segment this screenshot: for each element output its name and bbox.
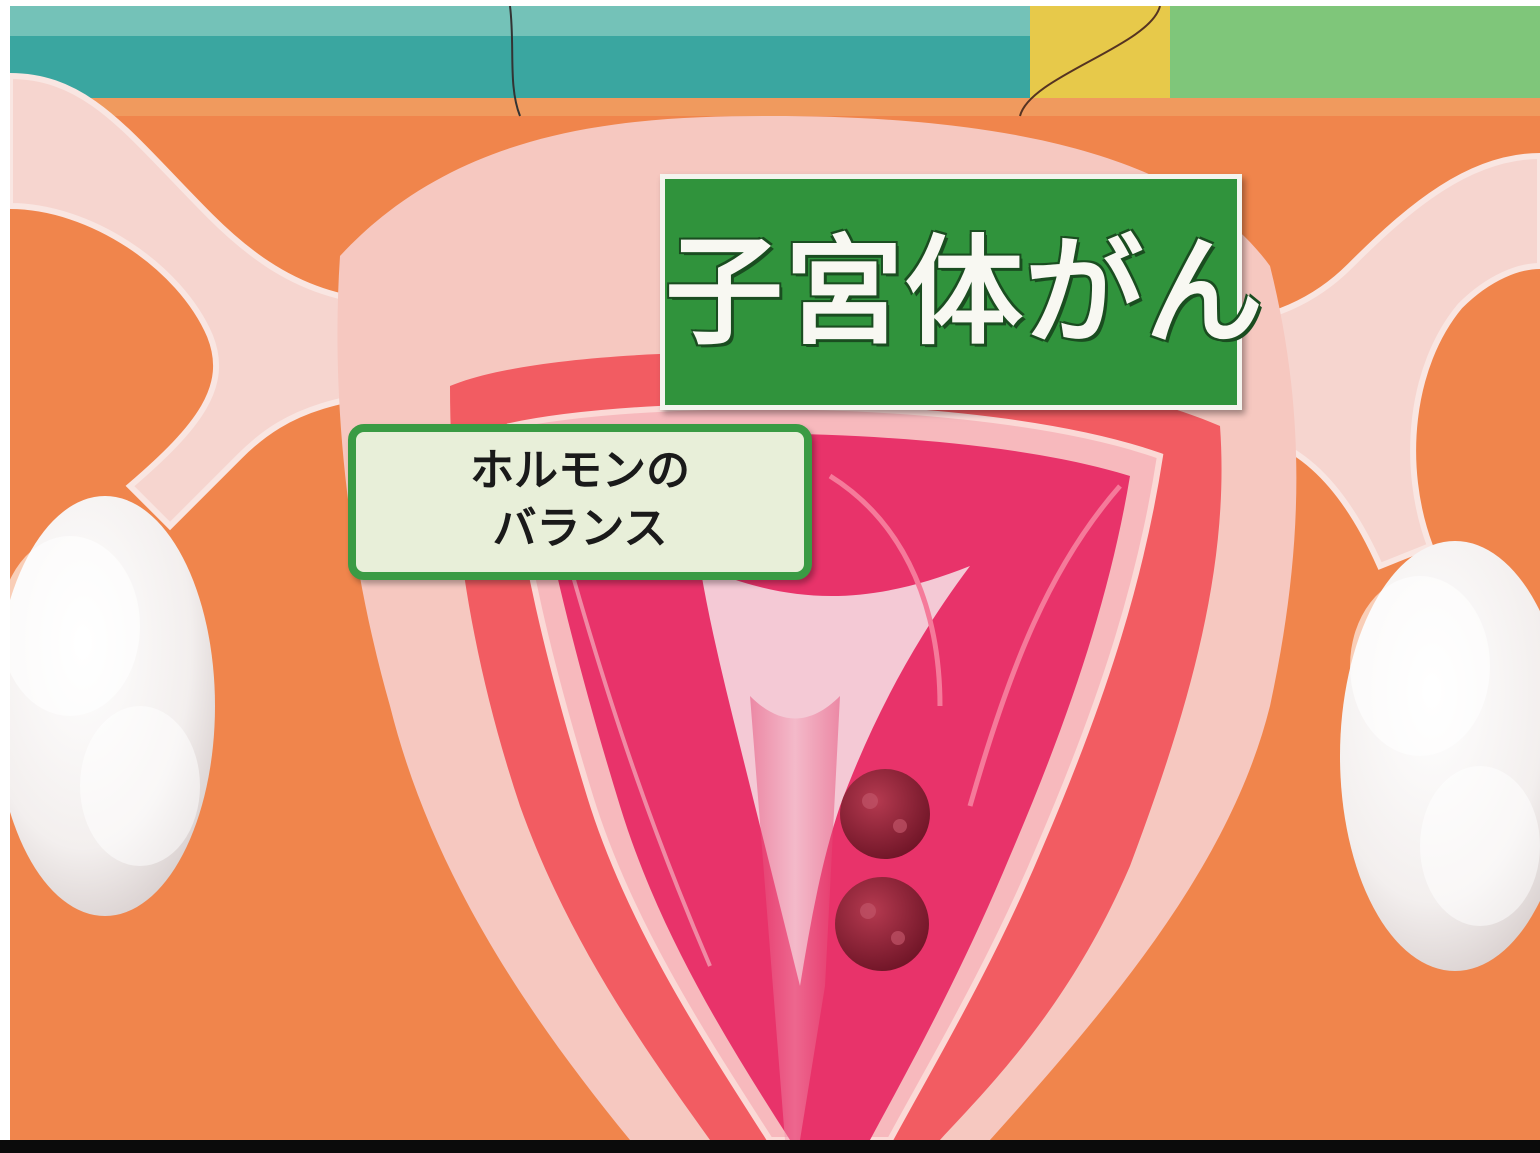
sub-caption-label: ホルモンの バランス [348, 424, 812, 580]
studio-backdrop [10, 6, 1540, 116]
broadcast-frame: 子宮体がん ホルモンの バランス [10, 6, 1540, 1140]
main-caption-title: 子宮体がん [660, 174, 1242, 410]
right-ovary [1340, 541, 1540, 971]
left-ovary [10, 496, 215, 916]
sub-caption-line-2: バランス [356, 500, 804, 558]
letterbox-bar [0, 1140, 1540, 1153]
sub-caption-line-1: ホルモンの [356, 442, 804, 500]
